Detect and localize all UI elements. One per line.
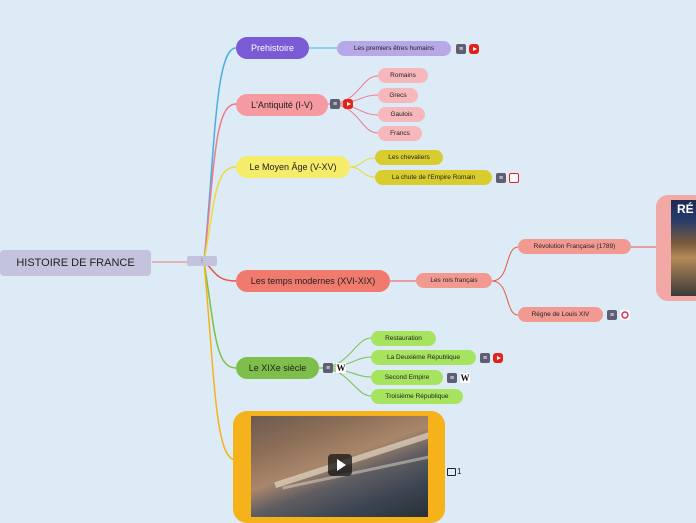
subtopic-label: Troisième République — [385, 393, 449, 400]
subtopic-romains[interactable]: Romains — [378, 68, 428, 83]
subtopic-gaulois[interactable]: Gaulois — [378, 107, 425, 122]
subtopic-label: La chute de l'Empire Romain — [391, 174, 476, 181]
note-icon[interactable]: ≡ — [447, 373, 457, 383]
youtube-icon[interactable] — [343, 99, 353, 109]
subtopic-label: Régne de Louis XIV — [531, 311, 590, 318]
root-topic[interactable]: HISTOIRE DE FRANCE — [0, 250, 151, 276]
subtopic-label: Grecs — [389, 92, 407, 99]
wikipedia-icon[interactable]: W — [460, 373, 470, 383]
subtopic-chevaliers[interactable]: Les chevaliers — [375, 150, 443, 165]
subtopic-troisieme-republique[interactable]: Troisième République — [371, 389, 463, 404]
youtube-icon[interactable] — [469, 44, 479, 54]
subtopic-chute-empire-romain[interactable]: La chute de l'Empire Romain — [375, 170, 492, 185]
topic-label: Le XIXe siècle — [248, 363, 307, 373]
subtopic-label: Francs — [390, 130, 410, 137]
note-icon[interactable]: ≡ — [480, 353, 490, 363]
subtopic-deuxieme-republique[interactable]: La Deuxième République — [371, 350, 476, 365]
subtopic-label: Les rois français — [430, 277, 478, 284]
play-icon[interactable] — [328, 454, 352, 476]
subtopic-francs[interactable]: Francs — [378, 126, 422, 141]
collapse-handle[interactable]: ⁝ — [187, 256, 217, 266]
subtopic-label: Les chevaliers — [388, 154, 430, 161]
root-title: HISTOIRE DE FRANCE — [16, 257, 135, 269]
subtopic-label: Gaulois — [390, 111, 413, 118]
note-icon[interactable]: ≡ — [456, 44, 466, 54]
link-icon[interactable] — [509, 173, 519, 183]
subtopic-premiers-etres-humains[interactable]: Les premiers êtres humains — [337, 41, 451, 56]
youtube-icon[interactable] — [493, 353, 503, 363]
image-title-text: RÉ — [677, 202, 694, 216]
subtopic-label: Romains — [390, 72, 416, 79]
subtopic-label: Les premiers êtres humains — [353, 45, 435, 52]
wikipedia-icon[interactable]: W — [336, 363, 346, 373]
video-thumbnail[interactable] — [251, 416, 428, 517]
subtopic-revolution-francaise[interactable]: Révolution Française (1789) — [518, 239, 631, 254]
revolution-image[interactable]: RÉ — [671, 200, 696, 296]
note-icon[interactable]: ≡ — [496, 173, 506, 183]
subtopic-label: Révolution Française (1789) — [533, 243, 616, 250]
subtopic-grecs[interactable]: Grecs — [378, 88, 418, 103]
note-icon[interactable]: ≡ — [330, 99, 340, 109]
topic-antiquite[interactable]: L'Antiquité (I-V) — [236, 94, 328, 116]
comment-badge[interactable]: 1 — [447, 467, 461, 476]
subtopic-label: Restauration — [385, 335, 422, 342]
comment-count: 1 — [457, 467, 462, 476]
subtopic-rois-francais[interactable]: Les rois français — [416, 273, 492, 288]
subtopic-label: La Deuxième République — [387, 354, 460, 361]
topic-xixe-siecle[interactable]: Le XIXe siècle — [236, 357, 319, 379]
topic-prehistoire[interactable]: Prehistoire — [236, 37, 309, 59]
topic-label: Prehistoire — [250, 43, 295, 53]
topic-label: Le Moyen Âge (V-XV) — [249, 162, 337, 172]
topic-label: Les temps modernes (XVI-XIX) — [250, 276, 376, 286]
subtopic-restauration[interactable]: Restauration — [371, 331, 436, 346]
topic-temps-modernes[interactable]: Les temps modernes (XVI-XIX) — [236, 270, 390, 292]
subtopic-second-empire[interactable]: Second Empire — [371, 370, 443, 385]
note-icon[interactable]: ≡ — [323, 363, 333, 373]
topic-label: L'Antiquité (I-V) — [251, 100, 313, 110]
subtopic-regne-louis-xiv[interactable]: Régne de Louis XIV — [518, 307, 603, 322]
note-icon[interactable]: ≡ — [607, 310, 617, 320]
comment-icon — [447, 467, 456, 476]
link-icon[interactable] — [620, 310, 630, 320]
topic-moyen-age[interactable]: Le Moyen Âge (V-XV) — [236, 156, 350, 178]
subtopic-label: Second Empire — [384, 374, 430, 381]
